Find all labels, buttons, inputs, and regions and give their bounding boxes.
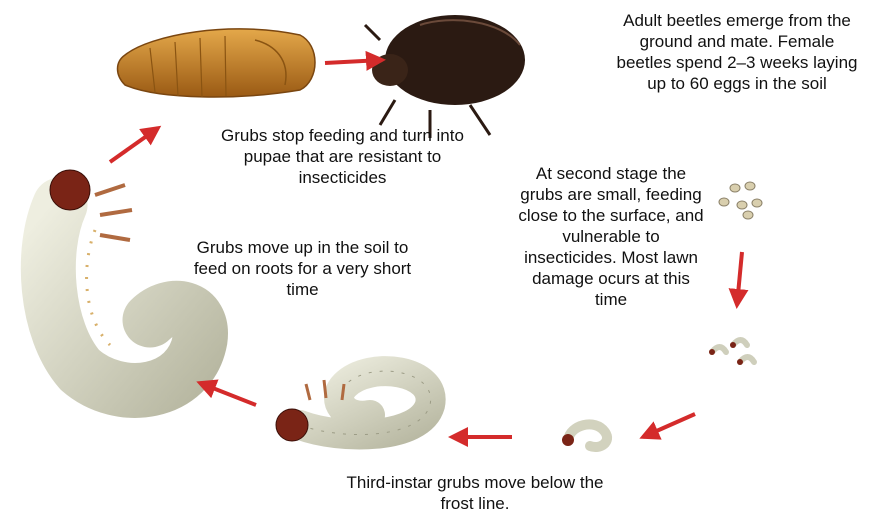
eggs-illustration [719,182,762,219]
arrow-pupa-to-beetle [325,60,382,63]
third-instar-caption: Third-instar grubs move below the frost … [330,472,620,514]
beetle-illustration [365,15,525,138]
single-grub-illustration [562,424,607,447]
adult-beetle-caption: Adult beetles emerge from the ground and… [612,10,862,94]
arrow-large-grub-to-pupa [110,128,158,162]
small-grubs-illustration [709,340,754,365]
move-up-caption: Grubs move up in the soil to feed on roo… [185,237,420,300]
third-instar-grub-illustration [276,371,431,441]
second-stage-caption: At second stage the grubs are small, fee… [516,163,706,310]
pupa-illustration [118,29,316,97]
large-grub-illustration [48,170,200,390]
arrow-third-instar-to-large-grub [200,383,256,405]
arrow-small-grubs-to-single-grub [643,414,695,437]
arrow-eggs-to-small-grubs [737,252,742,305]
pupae-caption: Grubs stop feeding and turn into pupae t… [215,125,470,188]
